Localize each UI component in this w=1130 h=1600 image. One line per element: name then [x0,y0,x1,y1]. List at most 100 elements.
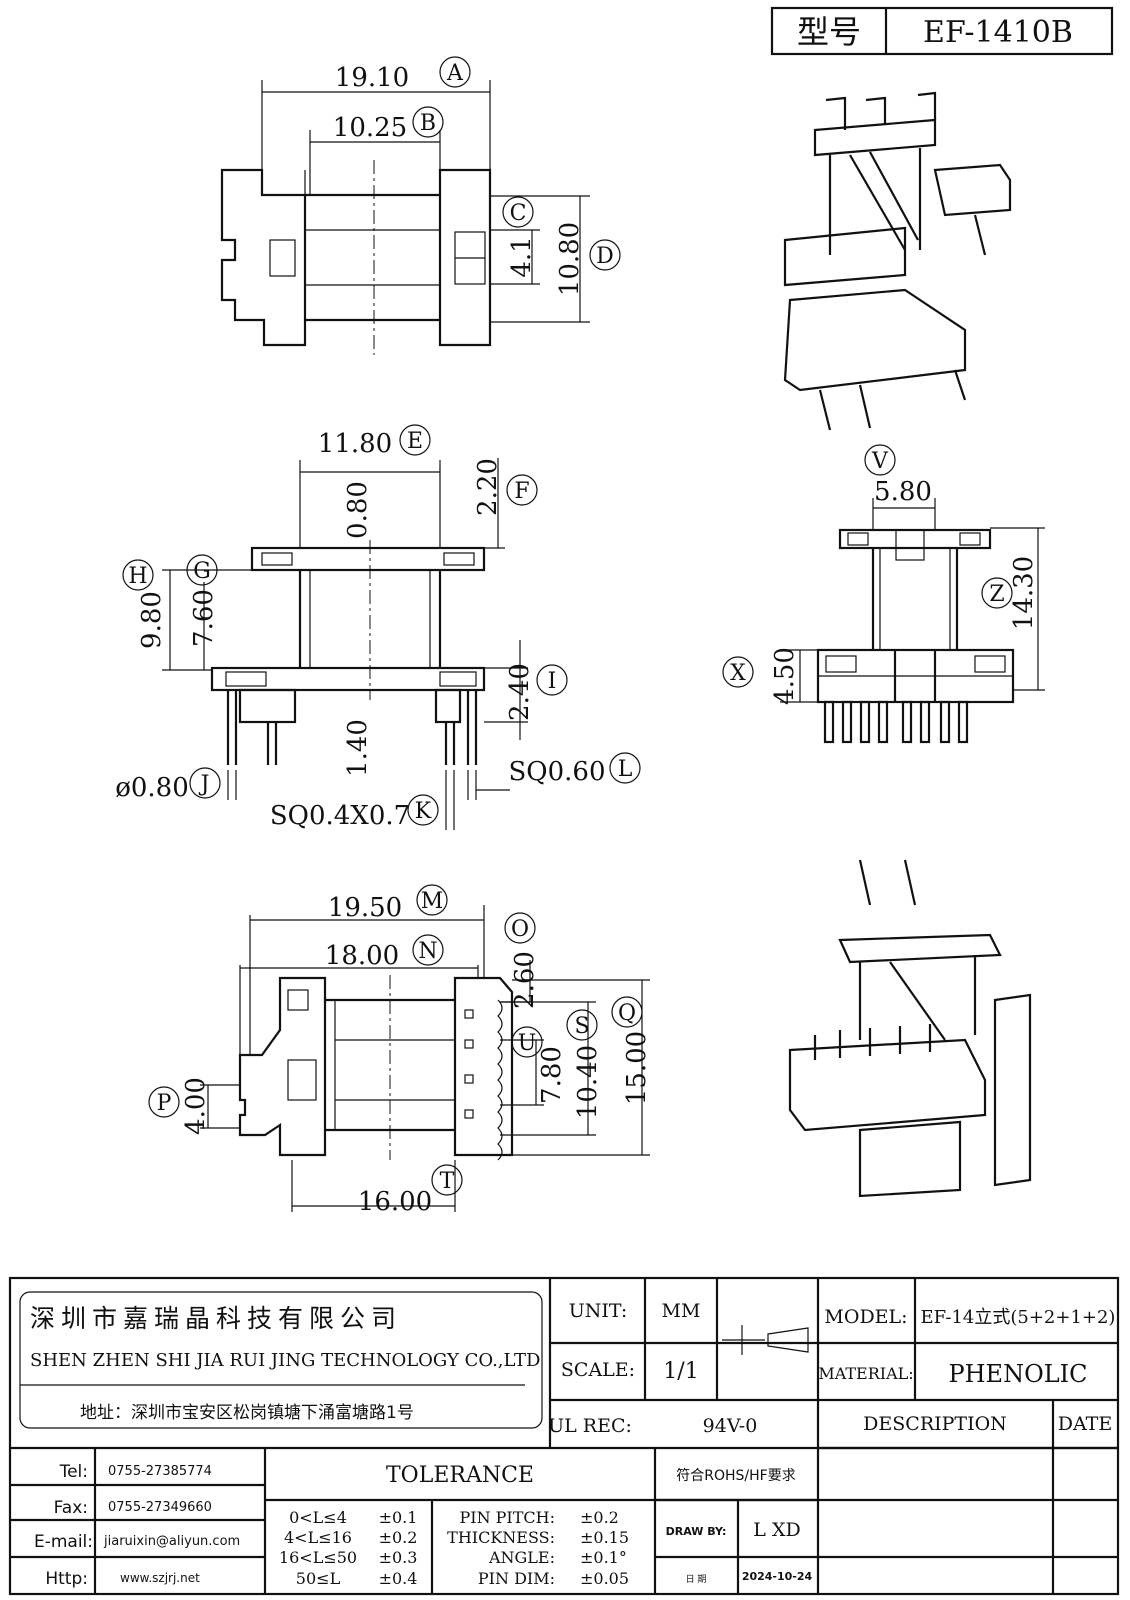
dim-p-letter: P [157,1091,172,1116]
tol-range: 16<L≤50 [279,1548,357,1567]
tol-spec-name: THICKNESS: [447,1528,555,1547]
date-value: 2024-10-24 [742,1570,813,1583]
dim-s-letter: S [574,1014,589,1039]
unit-label: UNIT: [569,1300,628,1322]
tol-range: 0<L≤4 [289,1508,347,1527]
tol-value: ±0.3 [379,1548,418,1567]
dim-n-letter: N [418,939,437,964]
dim-l-letter: L [618,757,633,782]
isometric-bottom-view [788,859,1032,1198]
company-name-en: SHEN ZHEN SHI JIA RUI JING TECHNOLOGY CO… [30,1350,540,1371]
tolerance-title: TOLERANCE [386,1463,534,1488]
dim-k-value: SQ0.4X0.7 [270,801,410,831]
dim-e-value: 11.80 [318,429,392,459]
date-label: DATE [1058,1413,1112,1435]
top-view [220,80,590,355]
dim-v-value: 5.80 [874,477,932,507]
dim-i-value: 2.40 [505,663,535,721]
dim-s-value: 10.40 [573,1045,603,1119]
tel-value: 0755-27385774 [108,1464,212,1479]
dim-080-value: 0.80 [343,481,373,539]
dim-u-value: 7.80 [537,1046,567,1104]
dim-z-value: 14.30 [1009,556,1039,630]
tol-value: ±0.4 [379,1569,418,1588]
draw-by-value: L XD [753,1519,800,1541]
dim-b-value: 10.25 [333,113,407,143]
rohs-note: 符合ROHS/HF要求 [676,1468,795,1484]
dim-j-value: ø0.80 [115,773,189,803]
dim-d-letter: D [596,244,614,269]
dim-k-letter: K [415,799,432,824]
http-label: Http: [45,1569,88,1589]
projection-symbol-icon [722,1325,809,1355]
dim-a-value: 19.10 [335,63,409,93]
dim-f-letter: F [514,479,529,504]
tolerance-ranges: 0<L≤4 ±0.1 4<L≤16 ±0.2 16<L≤50 ±0.3 50≤L… [279,1508,418,1588]
tol-spec-value: ±0.05 [580,1569,629,1588]
dim-h-value: 9.80 [137,591,167,649]
tol-spec-name: PIN PITCH: [459,1508,555,1527]
model-label: MODEL: [824,1306,907,1328]
dim-n-value: 18.00 [325,941,399,971]
email-value: jiaruixin@aliyun.com [103,1534,240,1549]
tol-range: 50≤L [296,1569,341,1588]
model-value: EF-14立式(5+2+1+2) [921,1307,1116,1328]
tel-label: Tel: [59,1462,88,1482]
dim-c-value: 4.1 [507,236,537,277]
http-value: www.szjrj.net [120,1571,200,1585]
tol-range: 4<L≤16 [284,1528,352,1547]
dim-g-letter: G [193,559,211,584]
dim-x-letter: X [730,661,746,686]
dim-v-letter: V [871,449,889,474]
dim-t-value: 16.00 [358,1187,432,1217]
date-cn-label: 日 期 [686,1574,707,1585]
model-header-box: 型号 EF-1410B [770,6,1114,56]
ul-label: UL REC: [548,1415,632,1437]
dim-m-letter: M [421,889,444,914]
dim-x-value: 4.50 [770,647,800,705]
tol-spec-name: PIN DIM: [478,1569,555,1588]
scale-value: 1/1 [663,1359,698,1384]
description-label: DESCRIPTION [863,1413,1007,1435]
dim-f-value: 2.20 [473,458,503,516]
company-address: 地址：深圳市宝安区松岗镇塘下涌富塘路1号 [80,1403,414,1423]
company-name-cn: 深圳市嘉瑞晶科技有限公司 [30,1304,402,1333]
tolerance-specs: PIN PITCH: ±0.2 THICKNESS: ±0.15 ANGLE: … [447,1508,629,1588]
side-view [162,458,528,830]
dim-z-letter: Z [989,582,1004,607]
title-block: 深圳市嘉瑞晶科技有限公司 SHEN ZHEN SHI JIA RUI JING … [8,1276,1120,1596]
tol-spec-value: ±0.1° [580,1548,627,1567]
email-label: E-mail: [34,1532,93,1552]
dim-a-letter: A [446,61,464,86]
tol-value: ±0.1 [379,1508,418,1527]
dim-u-letter: U [518,1031,537,1056]
dim-o-letter: O [511,917,529,942]
ul-value: 94V-0 [703,1415,758,1437]
dim-140-value: 1.40 [343,719,373,777]
dim-g-value: 7.60 [189,589,219,647]
dim-l-value: SQ0.60 [508,757,605,787]
tol-spec-name: ANGLE: [488,1548,555,1567]
type-label: 型号 [797,13,861,51]
dim-p-value: 4.00 [181,1077,211,1135]
bottom-view [200,905,650,1212]
tol-value: ±0.2 [379,1528,418,1547]
unit-value: MM [662,1300,701,1322]
fax-label: Fax: [54,1498,88,1518]
material-label: MATERIAL: [818,1364,913,1383]
dim-m-value: 19.50 [328,893,402,923]
type-value: EF-1410B [923,15,1073,50]
dim-q-letter: Q [618,1001,636,1026]
dim-j-letter: J [199,772,210,797]
front-view [780,498,1045,744]
tol-spec-value: ±0.15 [580,1528,629,1547]
dimension-labels: 19.10 A 10.25 B C 4.1 10.80 D 11.80 E 2.… [115,56,1039,1217]
dim-d-value: 10.80 [555,222,585,296]
dim-o-value: 2.60 [510,951,540,1009]
isometric-top-view [783,91,1012,431]
scale-label: SCALE: [561,1359,635,1381]
dim-t-letter: T [440,1169,455,1194]
dim-h-letter: H [128,564,147,589]
dim-q-value: 15.00 [622,1031,652,1105]
